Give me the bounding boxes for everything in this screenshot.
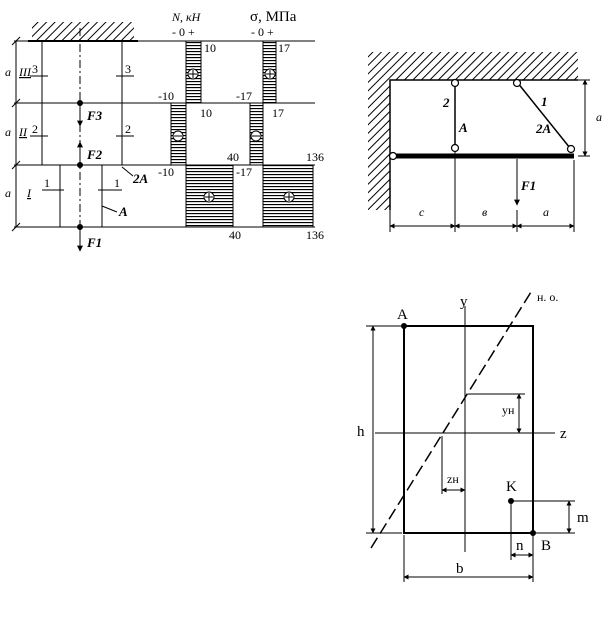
- point-B-label: B: [541, 538, 551, 554]
- point-K-label: K: [506, 479, 517, 495]
- bar-body: [41, 40, 123, 228]
- N-value-6: 40: [229, 228, 241, 242]
- dim-n: [510, 501, 534, 560]
- cut-lines: [30, 75, 134, 191]
- N-diagram: N, кН - 0 + 10 -10 10 -10 40 40: [158, 10, 241, 242]
- section-I-label: I: [26, 186, 32, 200]
- rod-1-area: 2A: [535, 121, 552, 136]
- beam-dim-a-label: a: [596, 110, 602, 124]
- sigma-scale: - 0 +: [251, 25, 274, 39]
- area-2A-label: 2A: [132, 171, 149, 186]
- beam-dim-a: [578, 79, 590, 157]
- axis-z-label: z: [560, 426, 567, 442]
- section-II-label: II: [18, 125, 28, 139]
- rod-2-area: A: [458, 120, 468, 135]
- N-header: N, кН: [171, 10, 202, 24]
- dim-h: [366, 325, 402, 534]
- dim-a2-label: a: [543, 205, 549, 219]
- section-rectangle: [403, 325, 534, 534]
- section-III-label: III: [18, 65, 32, 79]
- N-value-1: 10: [204, 41, 216, 55]
- dim-yn: [468, 393, 525, 434]
- dim-a-bot: a: [5, 186, 11, 200]
- force-F1-label: F1: [86, 235, 102, 250]
- N-value-5: 40: [227, 150, 239, 164]
- sigma-value-5: 136: [306, 150, 324, 164]
- sigma-value-3: 17: [272, 106, 284, 120]
- wall-hatch: [368, 52, 578, 210]
- cut-2-left: 2: [32, 122, 38, 136]
- force-F1: F1: [77, 224, 102, 252]
- cut-1-left: 1: [44, 176, 50, 190]
- dim-n-label: n: [516, 538, 524, 554]
- dim-c-label: c: [419, 205, 425, 219]
- neutral-axis-line: [370, 291, 532, 549]
- force-F3: F3: [77, 100, 103, 127]
- cut-3-left: 3: [32, 62, 38, 76]
- point-A-label: A: [397, 307, 408, 323]
- area-A-label: A: [118, 204, 128, 219]
- sigma-diagram: σ, МПа - 0 + 17 -17 17 -17 136 136: [236, 9, 324, 242]
- cut-3-right: 3: [125, 62, 131, 76]
- bar-diagram: a a a III II I 3 3 2 2 1 1 F3 F2: [5, 22, 315, 252]
- dim-b: [403, 535, 534, 582]
- sigma-value-6: 136: [306, 228, 324, 242]
- sigma-value-1: 17: [278, 41, 290, 55]
- beam-force-F1: F1: [520, 178, 536, 193]
- N-value-3: 10: [200, 106, 212, 120]
- rod-1-label: 1: [541, 94, 548, 109]
- dim-h-label: h: [357, 424, 365, 440]
- cut-1-right: 1: [114, 176, 120, 190]
- wall-edge: [389, 79, 578, 210]
- left-dimension: [11, 36, 21, 232]
- beam-bottom-dims: [389, 152, 575, 232]
- N-scale: - 0 +: [172, 25, 195, 39]
- dim-b-label: b: [456, 561, 464, 577]
- force-F2-label: F2: [86, 147, 103, 162]
- dim-m: [511, 500, 575, 534]
- axis-y-label: y: [460, 294, 468, 310]
- N-value-2: -10: [158, 89, 174, 103]
- beam-diagram: 2 A 1 2A a F1 c в a: [368, 52, 602, 232]
- force-F2: F2: [77, 141, 103, 168]
- dim-zn: [441, 436, 466, 494]
- sigma-header: σ, МПа: [250, 9, 297, 25]
- hinges: [388, 78, 576, 161]
- N-value-4: -10: [158, 165, 174, 179]
- dim-yn-label: yн: [502, 403, 515, 417]
- dim-a-mid: a: [5, 125, 11, 139]
- dim-b-label: в: [482, 205, 487, 219]
- dim-zn-label: zн: [447, 472, 459, 486]
- sigma-value-4: -17: [236, 165, 252, 179]
- top-support-hatch: [32, 22, 134, 40]
- dim-a-top: a: [5, 65, 11, 79]
- neutral-axis-label: н. о.: [537, 290, 558, 304]
- dim-m-label: m: [577, 510, 589, 526]
- rod-1: [516, 81, 571, 149]
- rod-2-label: 2: [442, 95, 450, 110]
- section-diagram: y z н. о. A B K h b m: [357, 290, 589, 582]
- force-F3-label: F3: [86, 108, 103, 123]
- cut-2-right: 2: [125, 122, 131, 136]
- sigma-value-2: -17: [236, 89, 252, 103]
